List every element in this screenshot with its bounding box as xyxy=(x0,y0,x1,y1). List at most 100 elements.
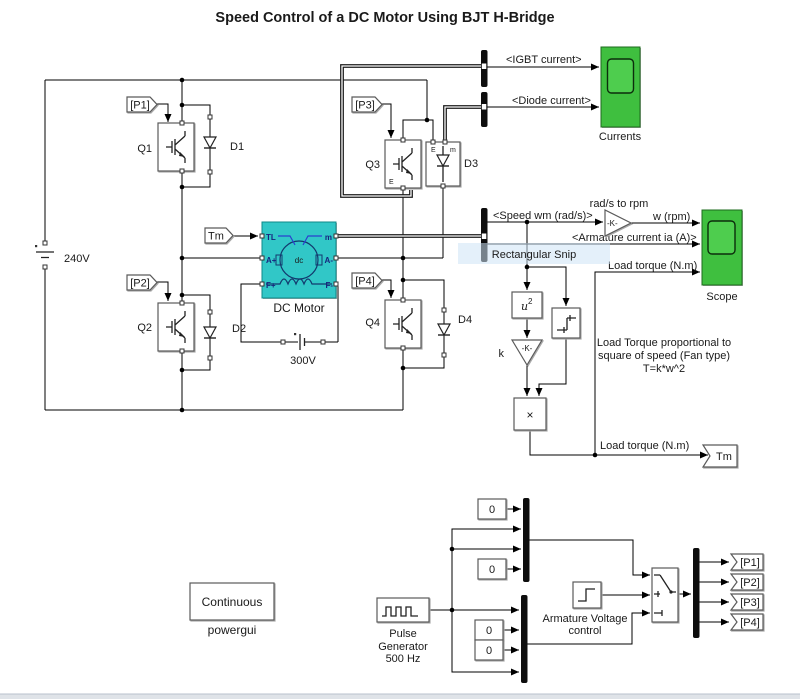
from-tag-p1[interactable]: [P1] xyxy=(126,96,158,113)
diode-d3-label: D3 xyxy=(464,158,478,170)
pulse-generator-label-3: 500 Hz xyxy=(386,653,421,665)
math-square-block[interactable]: u 2 xyxy=(511,291,543,319)
step-icon xyxy=(578,588,595,602)
dc-source-300v[interactable]: 300V xyxy=(290,333,317,367)
measurement-wires xyxy=(338,64,481,238)
diode-d3-block[interactable]: E m D3 xyxy=(425,141,478,187)
label-speed: <Speed wm (rad/s)> xyxy=(493,210,593,222)
motor-port-a-minus: A- xyxy=(325,256,334,265)
pulse-generator-label-2: Generator xyxy=(378,641,428,653)
dc-motor-block[interactable]: TL m A+ A- F+ F- dc DC Motor xyxy=(261,221,337,315)
dc-source-240v-label: 240V xyxy=(64,253,90,265)
label-armature-current: <Armature current ia (A)> xyxy=(572,232,697,244)
mux-diode-current[interactable] xyxy=(481,92,488,127)
scope-main[interactable]: Scope xyxy=(701,209,743,303)
field-coil-icon xyxy=(266,278,332,286)
d3-port-m-label: m xyxy=(450,147,456,154)
diode-d1-label: D1 xyxy=(230,141,244,153)
label-w-rpm: w (rpm) xyxy=(652,211,690,223)
constant-zero-1[interactable]: 0 xyxy=(477,498,507,520)
constant-zero-3[interactable]: 0 xyxy=(474,619,504,641)
signal-wires xyxy=(157,63,729,676)
constant-zero-4[interactable]: 0 xyxy=(474,639,504,661)
dc-motor-label: DC Motor xyxy=(273,301,324,315)
brush-left-icon xyxy=(275,254,283,266)
mux-igbt-current[interactable] xyxy=(481,50,488,87)
pulse-generator-block[interactable]: Pulse Generator 500 Hz xyxy=(376,597,430,665)
switch-contact-icon xyxy=(669,590,673,594)
relay-icon xyxy=(557,315,576,333)
armature-voltage-label-2: control xyxy=(568,625,601,637)
from-tag-p3[interactable]: [P3] xyxy=(351,96,383,113)
gain-k-label: k xyxy=(499,348,505,360)
demux-gate-signals[interactable] xyxy=(693,548,700,638)
gain-rad-to-rpm[interactable]: -K- xyxy=(604,209,633,237)
power-circuit-wires xyxy=(44,79,445,411)
label-load-torque-scope: Load torque (N.m) xyxy=(608,260,697,272)
block-q1-label: Q1 xyxy=(137,143,152,155)
constant-zero-2[interactable]: 0 xyxy=(477,558,507,580)
mux-gate-pattern-2[interactable] xyxy=(521,595,528,683)
diode-d1[interactable]: D1 xyxy=(203,136,244,153)
block-q3[interactable]: E Q3 xyxy=(365,139,422,189)
constant-zero-1-text: 0 xyxy=(489,504,495,516)
goto-tag-p1-label: [P1] xyxy=(740,557,760,569)
block-q2[interactable]: Q2 xyxy=(137,302,195,352)
pulse-wave-icon xyxy=(382,606,418,617)
rectangular-snip-text: Rectangular Snip xyxy=(492,249,576,261)
from-tag-p4[interactable]: [P4] xyxy=(351,272,383,289)
fan-note-line2: square of speed (Fan type) xyxy=(598,350,730,362)
block-q1[interactable]: Q1 xyxy=(137,122,195,172)
goto-tag-p3[interactable]: [P3] xyxy=(729,593,764,611)
block-q4[interactable]: Q4 xyxy=(365,299,422,349)
label-diode-current: <Diode current> xyxy=(512,95,591,107)
from-tag-tm[interactable]: Tm xyxy=(204,227,234,244)
label-load-torque-goto: Load torque (N.m) xyxy=(600,440,689,452)
relay-block[interactable] xyxy=(551,307,581,339)
gain-k[interactable]: -K- k xyxy=(499,339,544,367)
motor-tl-wire-icon xyxy=(278,235,322,246)
goto-tag-p2-label: [P2] xyxy=(740,577,760,589)
diode-d4[interactable]: D4 xyxy=(437,314,472,336)
from-tag-p4-label: [P4] xyxy=(355,276,375,288)
goto-tag-tm[interactable]: Tm xyxy=(701,444,738,468)
math-u-text: u xyxy=(521,300,528,313)
constant-zero-4-text: 0 xyxy=(486,645,492,657)
scope-screen-icon xyxy=(707,220,736,255)
window-bottom-edge xyxy=(0,694,800,699)
from-tag-p2[interactable]: [P2] xyxy=(126,274,158,291)
step-armature-voltage-block[interactable]: Armature Voltage control xyxy=(543,581,628,637)
label-rad-to-rpm: rad/s to rpm xyxy=(590,198,649,210)
math-sq-text: 2 xyxy=(528,297,533,306)
q3-port-e-label: E xyxy=(389,179,394,186)
brush-right-icon xyxy=(315,254,323,266)
from-tag-tm-label: Tm xyxy=(208,231,224,243)
rectangular-snip-overlay: Rectangular Snip xyxy=(458,243,610,264)
dc-motor-body[interactable] xyxy=(262,222,336,298)
motor-port-a-plus: A+ xyxy=(266,256,277,265)
goto-tag-p2[interactable]: [P2] xyxy=(729,573,764,591)
block-q3-label: Q3 xyxy=(365,159,380,171)
scope-currents[interactable]: Currents xyxy=(599,46,642,143)
block-q2-label: Q2 xyxy=(137,322,152,334)
mux-gate-pattern-1[interactable] xyxy=(523,498,530,582)
product-block[interactable]: × xyxy=(513,397,547,431)
dc-source-240v[interactable]: 240V xyxy=(35,245,90,265)
fan-note-line1: Load Torque proportional to xyxy=(597,337,731,349)
diode-d2[interactable]: D2 xyxy=(203,323,246,339)
motor-port-f-plus: F+ xyxy=(266,281,276,290)
goto-tag-p4[interactable]: [P4] xyxy=(729,613,764,631)
powergui-continuous-text: Continuous xyxy=(202,595,263,609)
gain-rad-to-rpm-text: -K- xyxy=(607,219,618,228)
label-igbt-current: <IGBT current> xyxy=(506,54,582,66)
motor-dc-text: dc xyxy=(295,256,303,265)
gain-k-text: -K- xyxy=(522,344,533,353)
armature-voltage-label-1: Armature Voltage xyxy=(543,613,628,625)
motor-port-f-minus: F- xyxy=(325,281,333,290)
powergui-block[interactable]: Continuous powergui xyxy=(189,582,275,637)
from-tag-p3-label: [P3] xyxy=(355,100,375,112)
diagram-title: Speed Control of a DC Motor Using BJT H-… xyxy=(215,10,554,26)
goto-tag-tm-label: Tm xyxy=(716,451,732,463)
switch-block[interactable] xyxy=(651,567,679,623)
goto-tag-p1[interactable]: [P1] xyxy=(729,553,764,571)
